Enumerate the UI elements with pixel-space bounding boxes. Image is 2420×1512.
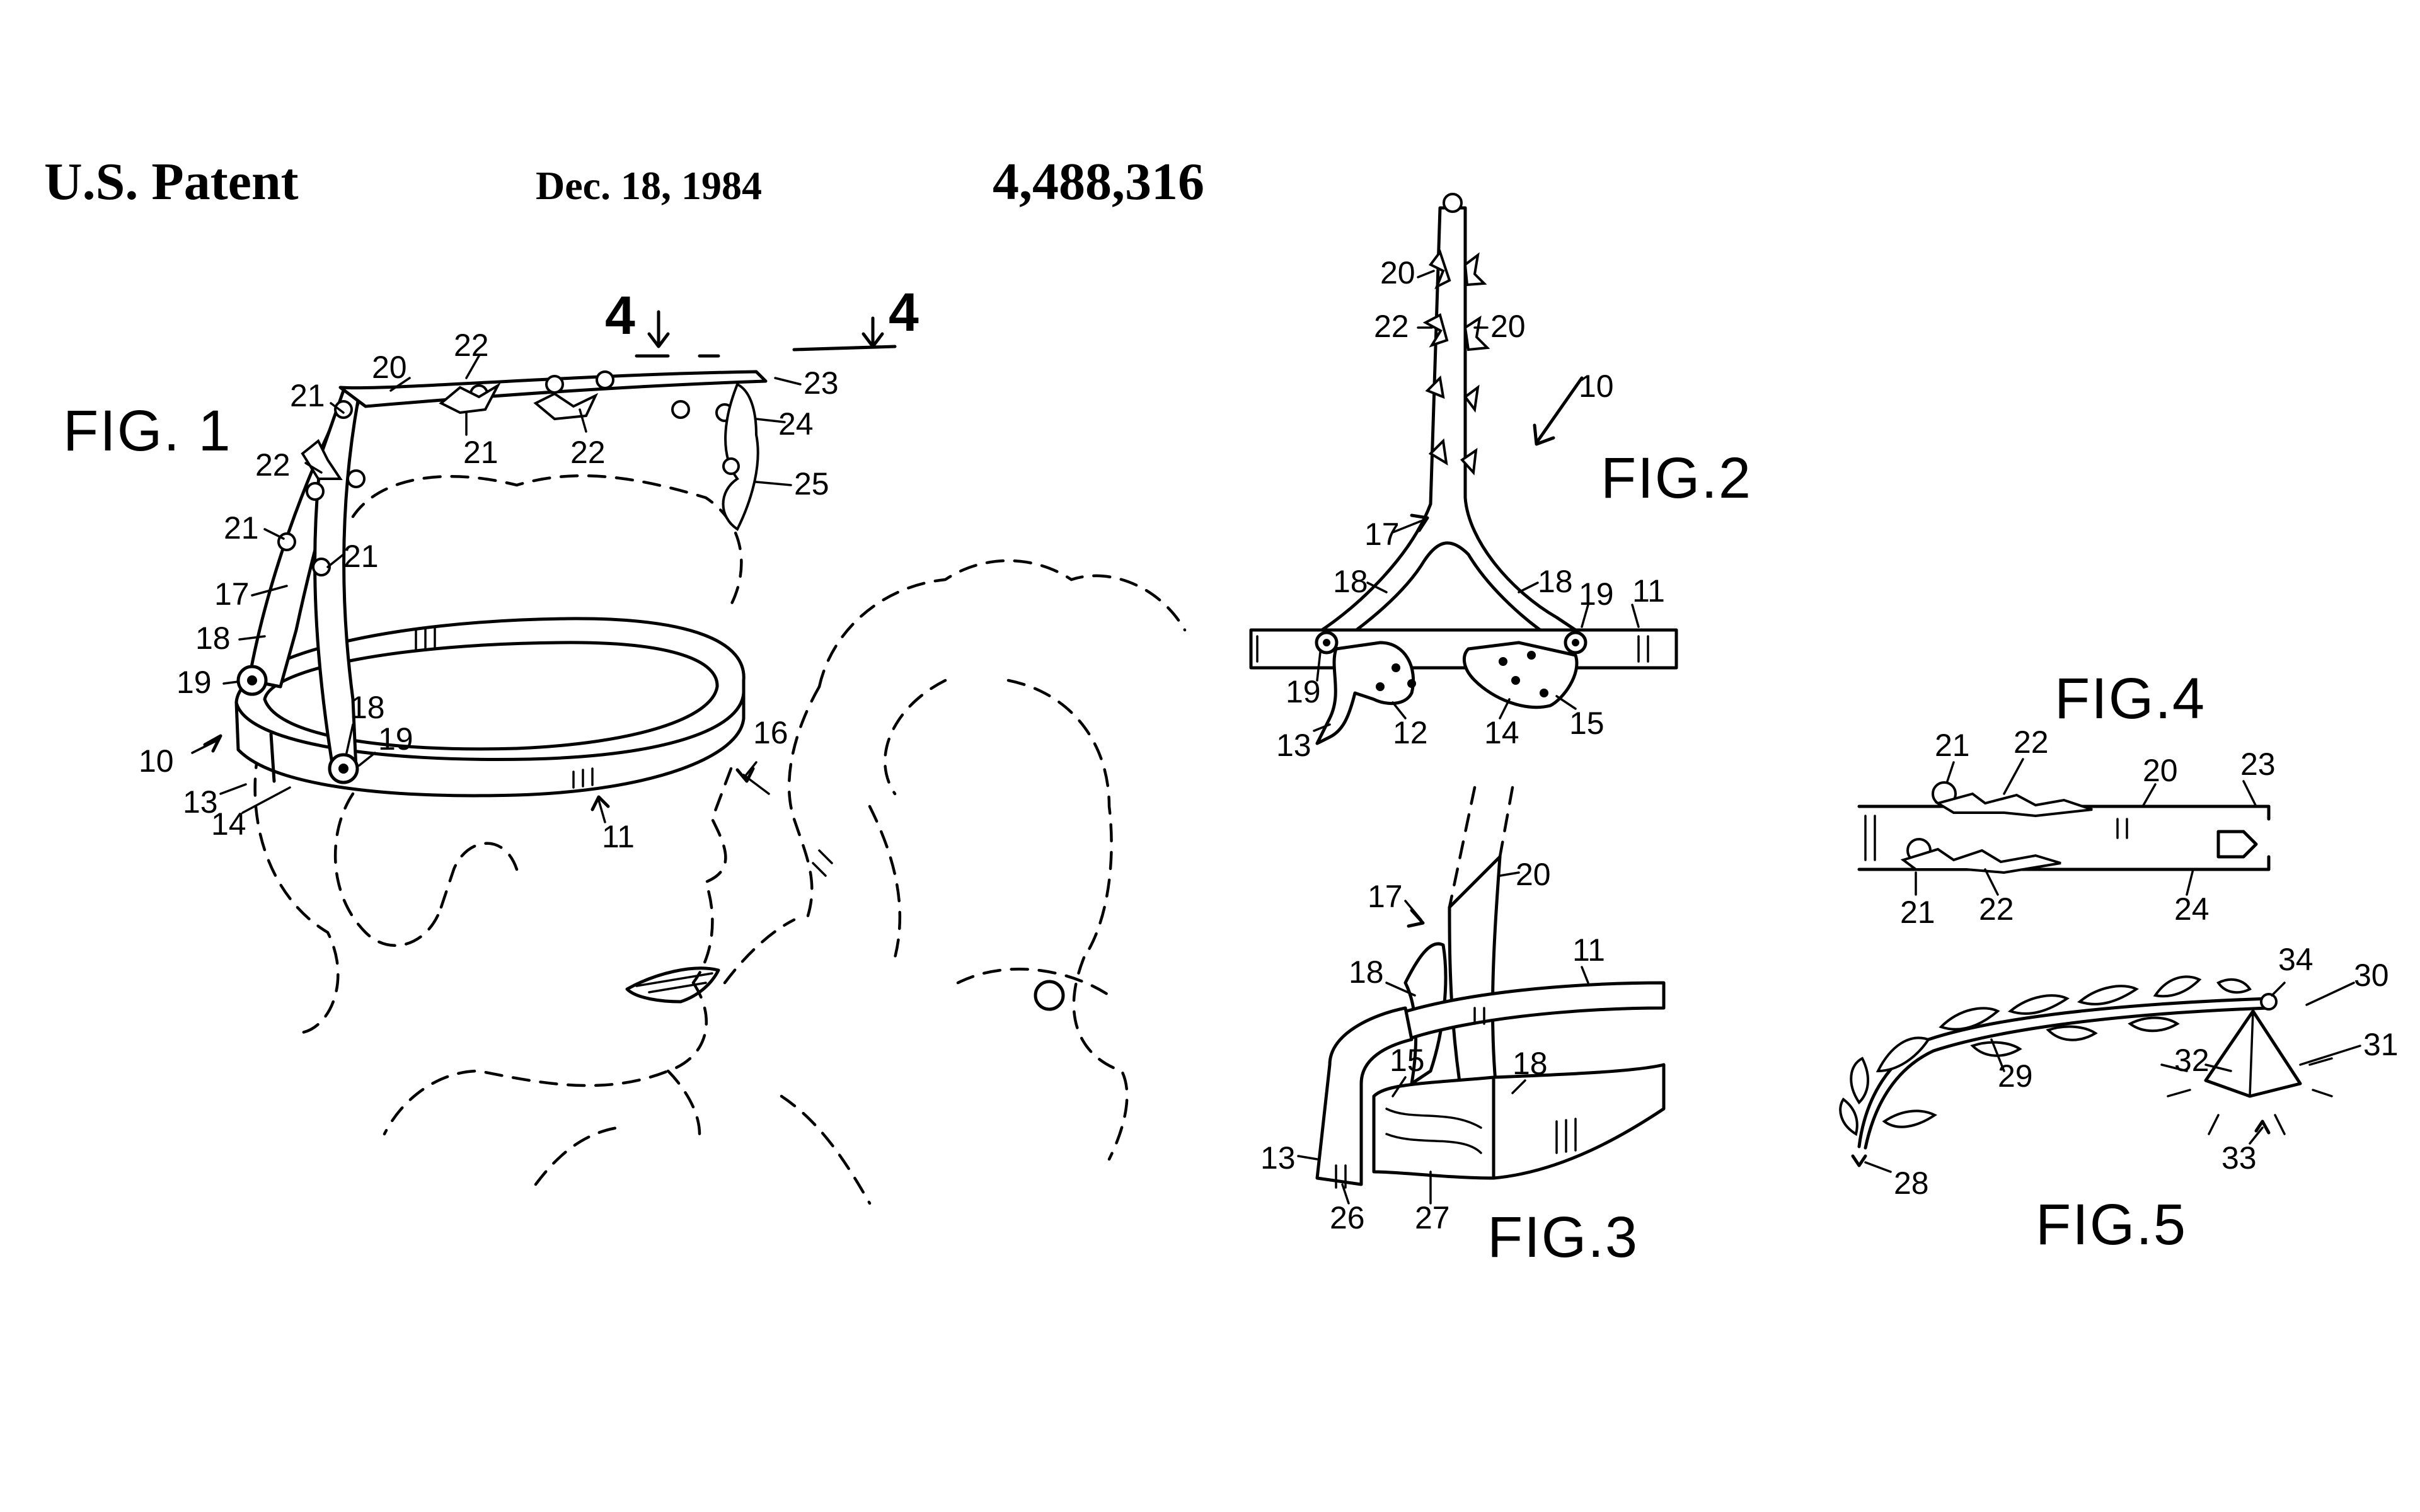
- ref-number: 15: [1569, 706, 1605, 741]
- ref-number: 11: [1572, 932, 1605, 968]
- fig5-drawing: [1839, 975, 2361, 1173]
- fig4-drawing: [1857, 758, 2271, 896]
- section-marker-left: 4: [605, 285, 635, 346]
- ref-number: 11: [602, 819, 635, 854]
- ref-number: 18: [1512, 1046, 1548, 1081]
- ref-number: 27: [1415, 1200, 1450, 1235]
- fig4-caption: FIG.4: [2054, 667, 2206, 731]
- ref-number: 15: [1390, 1043, 1425, 1078]
- ref-number: 22: [570, 435, 606, 470]
- ref-number: 12: [1393, 715, 1428, 750]
- fig1-caption: FIG. 1: [63, 399, 232, 463]
- ref-number: 21: [463, 435, 498, 470]
- ref-number: 14: [1484, 715, 1519, 750]
- ref-number: 17: [1364, 517, 1400, 552]
- fig3-drawing: [1297, 786, 1666, 1205]
- ref-number: 20: [1490, 309, 1526, 344]
- patent-date: Dec. 18, 1984: [536, 163, 763, 208]
- fig1-ornaments: [277, 370, 759, 576]
- ref-number: 23: [2240, 747, 2276, 782]
- ref-number: 17: [214, 576, 250, 612]
- ref-number: 19: [378, 721, 413, 757]
- ref-number: 22: [2014, 724, 2049, 760]
- ref-number: 25: [794, 466, 829, 501]
- ref-number: 32: [2174, 1043, 2210, 1078]
- ref-number: 26: [1330, 1200, 1365, 1235]
- ref-number: 31: [2363, 1027, 2399, 1062]
- patent-number: 4,488,316: [993, 152, 1204, 211]
- ref-number: 18: [1538, 564, 1573, 599]
- ref-number: 17: [1368, 879, 1403, 914]
- ref-number: 18: [350, 690, 385, 725]
- fig1-headband: [234, 617, 746, 798]
- ref-number: 19: [1286, 674, 1321, 709]
- fig1-section-line: [635, 310, 897, 358]
- ref-number: 22: [1979, 891, 2014, 927]
- ref-number: 20: [1516, 857, 1551, 892]
- ref-number: 34: [2278, 942, 2313, 977]
- ref-number: 21: [1935, 728, 1970, 763]
- fig1-heads-outline: [253, 474, 1187, 1205]
- ref-number: 21: [343, 539, 379, 574]
- ref-number: 28: [1894, 1166, 1929, 1201]
- ref-number: 21: [290, 378, 325, 413]
- fig2-caption: FIG.2: [1601, 446, 1752, 510]
- ref-number: 21: [1900, 895, 1935, 930]
- ref-number: 20: [372, 350, 407, 385]
- ref-number: 23: [804, 365, 839, 401]
- ref-number: 18: [1333, 564, 1368, 599]
- fig3-caption: FIG.3: [1487, 1205, 1639, 1269]
- ref-number: 24: [2174, 891, 2210, 927]
- fig1-drawing: [191, 310, 1187, 1205]
- ref-number: 11: [1632, 573, 1665, 609]
- fig5-caption: FIG.5: [2036, 1193, 2187, 1257]
- ref-number: 16: [753, 715, 788, 750]
- ref-number: 10: [139, 743, 174, 779]
- ref-number: 18: [1349, 954, 1384, 990]
- ref-number: 10: [1579, 369, 1614, 404]
- ref-number: 13: [183, 784, 218, 820]
- fig2-drawing: [1249, 193, 1678, 745]
- ref-number: 20: [2143, 753, 2178, 788]
- ref-number: 14: [211, 806, 246, 842]
- ref-number: 18: [195, 621, 231, 656]
- ref-number: 20: [1380, 255, 1415, 290]
- ref-number: 19: [1579, 576, 1614, 612]
- ref-number: 24: [778, 406, 814, 442]
- ref-number: 22: [1374, 309, 1409, 344]
- ref-number: 19: [176, 665, 212, 700]
- ref-number: 29: [1998, 1058, 2033, 1094]
- ref-number: 33: [2221, 1140, 2257, 1176]
- patent-label: U.S. Patent: [44, 152, 299, 211]
- ref-number: 22: [454, 328, 489, 363]
- fig1-leaders: [191, 355, 802, 823]
- ref-number: 21: [224, 510, 259, 546]
- ref-number: 13: [1276, 728, 1311, 763]
- ref-number: 30: [2354, 958, 2389, 993]
- section-marker-right: 4: [889, 282, 919, 343]
- ref-number: 13: [1260, 1140, 1296, 1176]
- ref-number: 22: [255, 447, 291, 483]
